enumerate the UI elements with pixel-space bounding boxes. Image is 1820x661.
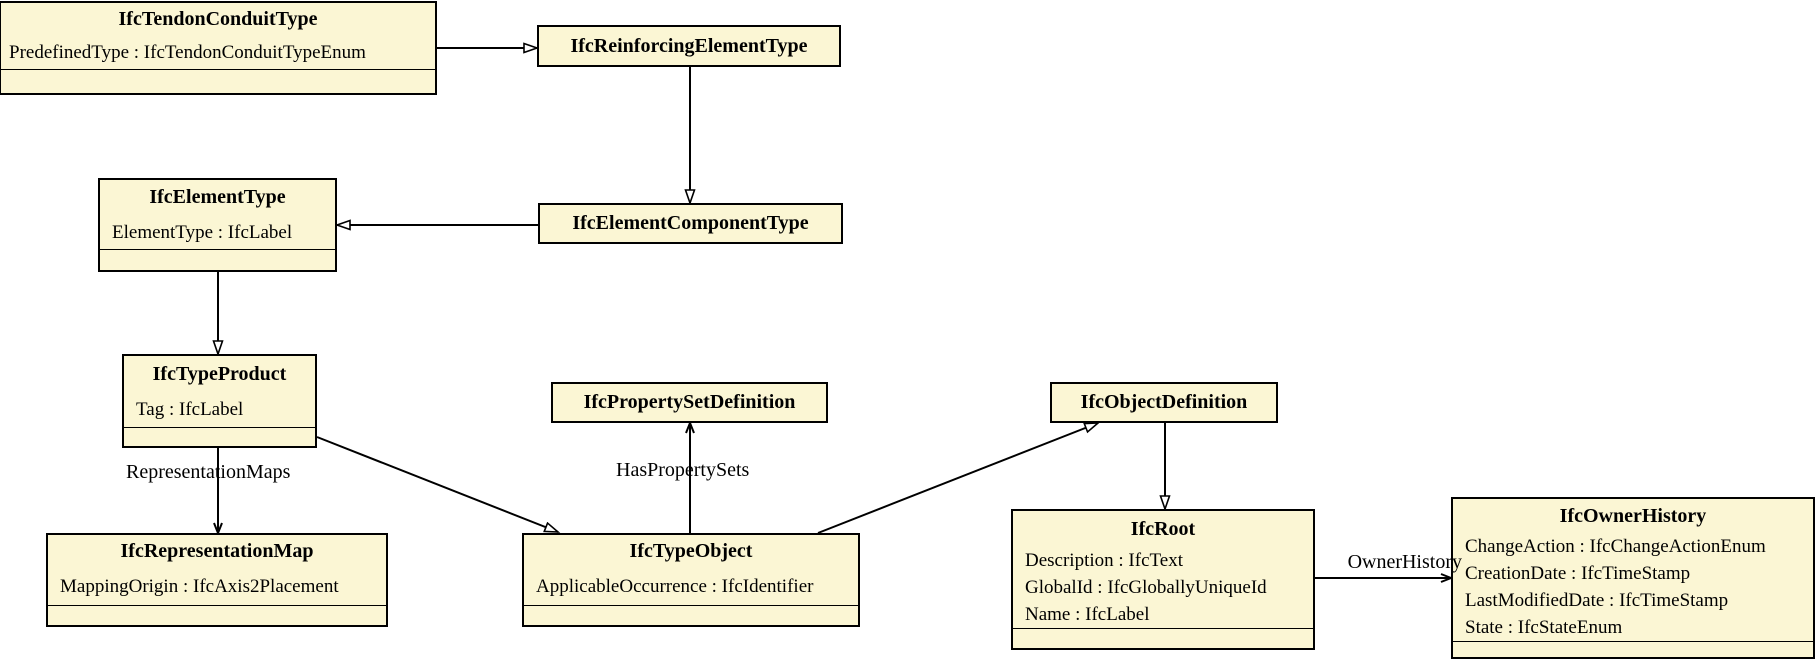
edge-label-representation-maps: RepresentationMaps bbox=[126, 461, 291, 483]
class-empty-compartment bbox=[1, 69, 435, 93]
class-empty-compartment bbox=[1453, 641, 1813, 658]
class-title: IfcElementComponentType bbox=[572, 212, 809, 234]
class-box-ifc-reinforcing-element-type: IfcReinforcingElementType bbox=[537, 25, 841, 67]
class-box-ifc-property-set-definition: IfcPropertySetDefinition bbox=[551, 382, 828, 423]
class-title: IfcRoot bbox=[1130, 517, 1196, 540]
class-box-ifc-object-definition: IfcObjectDefinition bbox=[1050, 382, 1278, 423]
class-box-ifc-element-type: IfcElementType ElementType : IfcLabel bbox=[98, 178, 337, 272]
class-attribute: PredefinedType : IfcTendonConduitTypeEnu… bbox=[9, 41, 366, 63]
class-empty-compartment bbox=[124, 427, 315, 446]
class-title: IfcTypeObject bbox=[629, 540, 753, 562]
class-attribute: ApplicableOccurrence : IfcIdentifier bbox=[536, 576, 814, 597]
generalization-typeproduct-to-typeobject bbox=[316, 436, 558, 533]
class-box-ifc-representation-map: IfcRepresentationMap MappingOrigin : Ifc… bbox=[46, 533, 388, 627]
class-title: IfcTypeProduct bbox=[152, 362, 287, 385]
class-box-ifc-root: IfcRoot Description : IfcText GlobalId :… bbox=[1011, 509, 1315, 650]
class-attribute: Name : IfcLabel bbox=[1025, 604, 1150, 625]
class-title: IfcTendonConduitType bbox=[118, 7, 318, 30]
class-attribute: GlobalId : IfcGloballyUniqueId bbox=[1025, 577, 1267, 598]
class-box-ifc-element-component-type: IfcElementComponentType bbox=[538, 203, 843, 244]
class-empty-compartment bbox=[524, 605, 858, 625]
class-empty-compartment bbox=[48, 605, 386, 625]
class-box-ifc-tendon-conduit-type: IfcTendonConduitType PredefinedType : If… bbox=[0, 1, 437, 95]
class-title: IfcElementType bbox=[149, 186, 286, 208]
generalization-typeobject-to-objectdefinition bbox=[817, 422, 1098, 534]
class-attribute: ChangeAction : IfcChangeActionEnum bbox=[1465, 536, 1766, 557]
class-attribute: MappingOrigin : IfcAxis2Placement bbox=[60, 576, 339, 597]
edge-label-has-property-sets: HasPropertySets bbox=[616, 459, 750, 481]
class-attribute: ElementType : IfcLabel bbox=[112, 221, 293, 243]
class-box-ifc-owner-history: IfcOwnerHistory ChangeAction : IfcChange… bbox=[1451, 497, 1815, 659]
class-attribute: LastModifiedDate : IfcTimeStamp bbox=[1465, 590, 1729, 611]
class-title: IfcOwnerHistory bbox=[1559, 504, 1707, 527]
edge-label-owner-history: OwnerHistory bbox=[1347, 551, 1462, 573]
class-title: IfcPropertySetDefinition bbox=[583, 391, 796, 413]
class-title: IfcRepresentationMap bbox=[120, 540, 314, 562]
class-attribute: CreationDate : IfcTimeStamp bbox=[1465, 563, 1691, 584]
class-box-ifc-type-object: IfcTypeObject ApplicableOccurrence : Ifc… bbox=[522, 533, 860, 627]
class-attribute: State : IfcStateEnum bbox=[1465, 617, 1623, 638]
class-empty-compartment bbox=[100, 249, 335, 270]
class-box-ifc-type-product: IfcTypeProduct Tag : IfcLabel bbox=[122, 354, 317, 448]
class-title: IfcReinforcingElementType bbox=[570, 34, 808, 57]
class-empty-compartment bbox=[1013, 628, 1313, 650]
class-attribute: Description : IfcText bbox=[1025, 550, 1184, 571]
class-title: IfcObjectDefinition bbox=[1080, 391, 1248, 413]
class-attribute: Tag : IfcLabel bbox=[136, 399, 244, 420]
